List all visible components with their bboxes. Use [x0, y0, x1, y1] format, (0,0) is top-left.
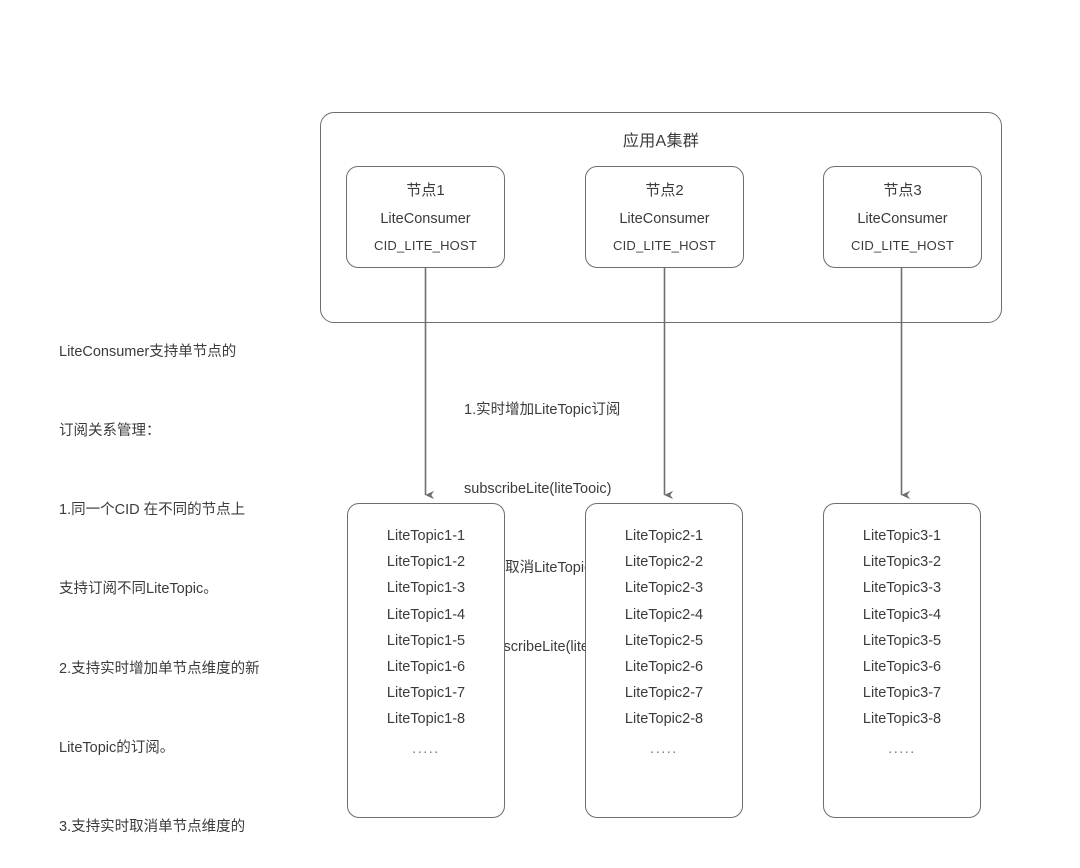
topic-group-2-ellipsis: .....	[650, 740, 678, 757]
list-item: LiteTopic1-7	[386, 685, 466, 702]
node-3-title: 节点3	[883, 182, 922, 199]
list-item: LiteTopic1-4	[386, 606, 466, 623]
list-item: LiteTopic1-8	[386, 711, 466, 728]
list-item: LiteTopic2-7	[624, 685, 704, 702]
list-item: LiteTopic1-2	[386, 554, 466, 571]
note-center-line-2: subscribeLite(liteTooic)	[464, 481, 612, 498]
list-item: LiteTopic3-2	[862, 554, 942, 571]
node-3-cid: CID_LITE_HOST	[850, 238, 954, 253]
note-left-line-6: LiteTopic的订阅。	[59, 739, 175, 756]
node-1-cid: CID_LITE_HOST	[373, 238, 477, 253]
node-2-cid: CID_LITE_HOST	[612, 238, 716, 253]
list-item: LiteTopic1-1	[386, 528, 466, 544]
topic-group-1[interactable]: LiteTopic1-1 LiteTopic1-2 LiteTopic1-3 L…	[347, 503, 505, 818]
node-box-1[interactable]: 节点1 LiteConsumer CID_LITE_HOST	[346, 166, 505, 268]
list-item: LiteTopic3-4	[862, 606, 942, 623]
topic-group-3-ellipsis: .....	[888, 740, 916, 757]
list-item: LiteTopic1-5	[386, 632, 466, 649]
list-item: LiteTopic2-2	[624, 554, 704, 571]
note-left-line-7: 3.支持实时取消单节点维度的	[59, 819, 246, 836]
list-item: LiteTopic2-1	[624, 528, 704, 544]
list-item: LiteTopic2-8	[624, 711, 704, 728]
list-item: LiteTopic2-5	[624, 632, 704, 649]
list-item: LiteTopic2-4	[624, 606, 704, 623]
node-box-3[interactable]: 节点3 LiteConsumer CID_LITE_HOST	[823, 166, 982, 268]
note-left-line-3: 1.同一个CID 在不同的节点上	[59, 502, 246, 519]
list-item: LiteTopic3-8	[862, 711, 942, 728]
list-item: LiteTopic3-5	[862, 632, 942, 649]
note-center-line-1: 1.实时增加LiteTopic订阅	[464, 401, 621, 418]
node-2-title: 节点2	[645, 182, 684, 199]
cluster-title: 应用A集群	[622, 133, 700, 150]
node-1-title: 节点1	[406, 182, 445, 199]
node-2-role: LiteConsumer	[619, 211, 710, 227]
topic-group-3[interactable]: LiteTopic3-1 LiteTopic3-2 LiteTopic3-3 L…	[823, 503, 981, 818]
list-item: LiteTopic2-6	[624, 659, 704, 676]
list-item: LiteTopic3-1	[862, 528, 942, 544]
topic-group-1-ellipsis: .....	[412, 740, 440, 757]
list-item: LiteTopic3-7	[862, 685, 942, 702]
note-left-line-4: 支持订阅不同LiteTopic。	[59, 581, 218, 598]
node-box-2[interactable]: 节点2 LiteConsumer CID_LITE_HOST	[585, 166, 744, 268]
note-left-line-1: LiteConsumer支持单节点的	[59, 343, 237, 360]
note-left: LiteConsumer支持单节点的 订阅关系管理： 1.同一个CID 在不同的…	[59, 286, 260, 868]
topic-group-2[interactable]: LiteTopic2-1 LiteTopic2-2 LiteTopic2-3 L…	[585, 503, 743, 818]
list-item: LiteTopic1-3	[386, 580, 466, 597]
list-item: LiteTopic2-3	[624, 580, 704, 597]
note-left-line-5: 2.支持实时增加单节点维度的新	[59, 660, 260, 677]
node-3-role: LiteConsumer	[857, 211, 948, 227]
list-item: LiteTopic1-6	[386, 659, 466, 676]
node-1-role: LiteConsumer	[380, 211, 471, 227]
cluster-app-a: 应用A集群	[320, 112, 1002, 323]
note-left-line-2: 订阅关系管理：	[59, 423, 161, 440]
list-item: LiteTopic3-6	[862, 659, 942, 676]
list-item: LiteTopic3-3	[862, 580, 942, 597]
